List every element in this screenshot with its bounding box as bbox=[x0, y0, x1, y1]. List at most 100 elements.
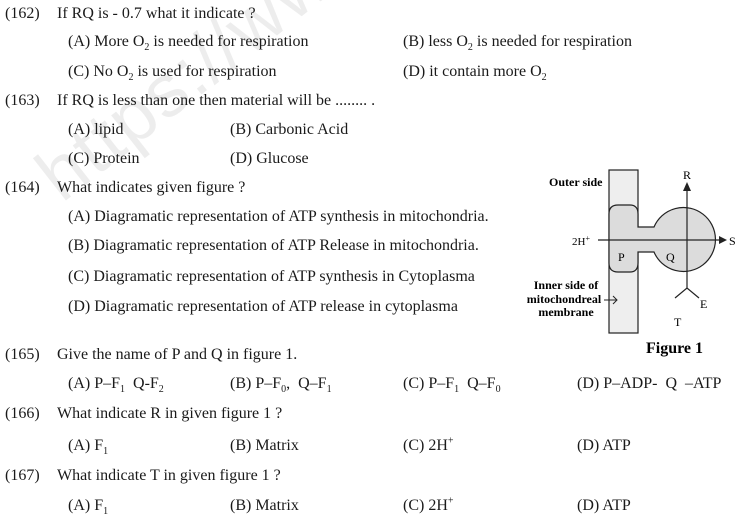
text-segment: 2 bbox=[128, 72, 134, 84]
answer-option[interactable]: (B) Carbonic Acid bbox=[230, 120, 348, 140]
text-segment: (C) 2H bbox=[403, 497, 448, 514]
inner-side-label-2: mitochondreal bbox=[527, 292, 602, 306]
text-segment: 1 bbox=[103, 446, 109, 458]
answer-option[interactable]: (A) Diagramatic representation of ATP sy… bbox=[68, 207, 489, 227]
text-segment: + bbox=[447, 495, 454, 507]
text-segment: 2 bbox=[158, 384, 164, 396]
answer-option[interactable]: (D) ATP bbox=[577, 436, 631, 456]
text-segment: Q-F bbox=[125, 375, 159, 392]
question-number: (167) bbox=[5, 467, 40, 484]
inner-side-label-3: membrane bbox=[538, 305, 594, 319]
text-segment: 1 bbox=[454, 384, 460, 396]
text-segment: (B) Matrix bbox=[230, 437, 299, 454]
answer-option[interactable]: (A) F1 bbox=[68, 496, 109, 517]
text-segment: (C) No O bbox=[68, 63, 129, 80]
question-text: If RQ is less than one then material wil… bbox=[57, 91, 375, 111]
text-segment: is needed for respiration bbox=[149, 33, 309, 50]
text-segment: (B) Matrix bbox=[230, 497, 299, 514]
answer-option[interactable]: (B) Matrix bbox=[230, 436, 299, 456]
answer-option[interactable]: (A) F1 bbox=[68, 436, 109, 458]
answer-option[interactable]: (A) P–F1 Q-F2 bbox=[68, 374, 164, 396]
question-text: Give the name of P and Q in figure 1. bbox=[57, 345, 297, 365]
fork-lines bbox=[674, 287, 700, 299]
label-r: R bbox=[683, 168, 691, 182]
label-e: E bbox=[700, 297, 707, 311]
arrowhead-r bbox=[683, 182, 691, 191]
text-segment: (A) Diagramatic representation of ATP sy… bbox=[68, 208, 489, 225]
text-segment: is used for respiration bbox=[133, 63, 277, 80]
text-segment: (C) 2H bbox=[403, 437, 448, 454]
text-segment: 2 bbox=[467, 42, 473, 54]
answer-option[interactable]: (B) P–F0, Q–F1 bbox=[230, 374, 332, 396]
text-segment: (A) More O bbox=[68, 33, 145, 50]
answer-option[interactable]: (D) Diagramatic representation of ATP re… bbox=[68, 297, 458, 317]
answer-option[interactable]: (B) Matrix bbox=[230, 496, 299, 516]
question-text: What indicate T in given figure 1 ? bbox=[57, 466, 281, 486]
text-segment: (B) P–F bbox=[230, 375, 282, 392]
text-segment: What indicates given figure ? bbox=[57, 179, 246, 196]
answer-option[interactable]: (C) No O2 is used for respiration bbox=[68, 62, 277, 84]
label-t: T bbox=[674, 315, 682, 329]
text-segment: (D) it contain more O bbox=[403, 63, 542, 80]
answer-option[interactable]: (C) P–F1 Q–F0 bbox=[403, 374, 501, 396]
answer-option[interactable]: (D) P–ADP- Q –ATP bbox=[577, 374, 721, 394]
text-segment: If RQ is less than one then material wil… bbox=[57, 92, 376, 109]
text-segment: What indicate T in given figure 1 ? bbox=[57, 467, 281, 484]
label-p: P bbox=[618, 250, 625, 264]
inner-side-label-1: Inner side of bbox=[534, 278, 599, 292]
text-segment: 1 bbox=[326, 384, 332, 396]
question-number: (164) bbox=[5, 179, 40, 196]
answer-option[interactable]: (D) it contain more O2 bbox=[403, 62, 547, 83]
text-segment: 1 bbox=[120, 384, 126, 396]
answer-option[interactable]: (D) Glucose bbox=[230, 149, 309, 169]
text-segment: (A) lipid bbox=[68, 121, 124, 138]
text-segment: (D) ATP bbox=[577, 497, 631, 514]
text-segment: + bbox=[447, 435, 454, 447]
answer-option[interactable]: (C) Protein bbox=[68, 149, 140, 169]
question-number: (162) bbox=[5, 5, 40, 22]
label-q: Q bbox=[666, 250, 675, 264]
label-s: S bbox=[729, 234, 736, 248]
figure-caption: Figure 1 bbox=[646, 340, 703, 357]
question-number: (166) bbox=[5, 405, 40, 422]
text-segment: (D) ATP bbox=[577, 437, 631, 454]
question-text: What indicate R in given figure 1 ? bbox=[57, 404, 282, 424]
answer-option[interactable]: (B) less O2 is needed for respiration bbox=[403, 32, 632, 54]
text-segment: (C) Diagramatic representation of ATP sy… bbox=[68, 268, 475, 285]
text-segment: 0 bbox=[281, 384, 287, 396]
arrowhead-s bbox=[719, 236, 727, 244]
question-number: (165) bbox=[5, 346, 40, 363]
text-segment: 1 bbox=[103, 506, 109, 517]
text-segment: (D) P–ADP- Q –ATP bbox=[577, 375, 722, 392]
text-segment: (A) F bbox=[68, 437, 104, 454]
text-segment: Q–F bbox=[459, 375, 496, 392]
answer-option[interactable]: (C) 2H+ bbox=[403, 496, 454, 516]
text-segment: Give the name of P and Q in figure 1. bbox=[57, 346, 298, 363]
p-subunit bbox=[608, 204, 717, 273]
text-segment: (B) Diagramatic representation of ATP Re… bbox=[68, 237, 479, 254]
text-segment: (D) Glucose bbox=[230, 150, 309, 167]
outer-side-label: Outer side bbox=[549, 175, 603, 189]
text-segment: (B) Carbonic Acid bbox=[230, 121, 349, 138]
text-segment: (A) P–F bbox=[68, 375, 121, 392]
text-segment: (C) Protein bbox=[68, 150, 140, 167]
inner-side-arrowhead bbox=[612, 295, 618, 305]
text-segment: is needed for respiration bbox=[472, 33, 632, 50]
answer-option[interactable]: (D) ATP bbox=[577, 496, 631, 516]
answer-option[interactable]: (B) Diagramatic representation of ATP Re… bbox=[68, 236, 479, 256]
answer-option[interactable]: (C) Diagramatic representation of ATP sy… bbox=[68, 267, 475, 287]
text-segment: What indicate R in given figure 1 ? bbox=[57, 405, 283, 422]
answer-option[interactable]: (C) 2H+ bbox=[403, 436, 454, 456]
question-text: If RQ is - 0.7 what it indicate ? bbox=[57, 4, 256, 24]
text-segment: (C) P–F bbox=[403, 375, 455, 392]
text-segment: (A) F bbox=[68, 497, 104, 514]
text-segment: , Q–F bbox=[286, 375, 327, 392]
label-proton: 2H+ bbox=[572, 234, 590, 248]
answer-option[interactable]: (A) More O2 is needed for respiration bbox=[68, 32, 309, 53]
text-segment: 0 bbox=[495, 384, 501, 396]
answer-option[interactable]: (A) lipid bbox=[68, 120, 124, 140]
text-segment: (B) less O bbox=[403, 33, 468, 50]
question-number: (163) bbox=[5, 92, 40, 109]
